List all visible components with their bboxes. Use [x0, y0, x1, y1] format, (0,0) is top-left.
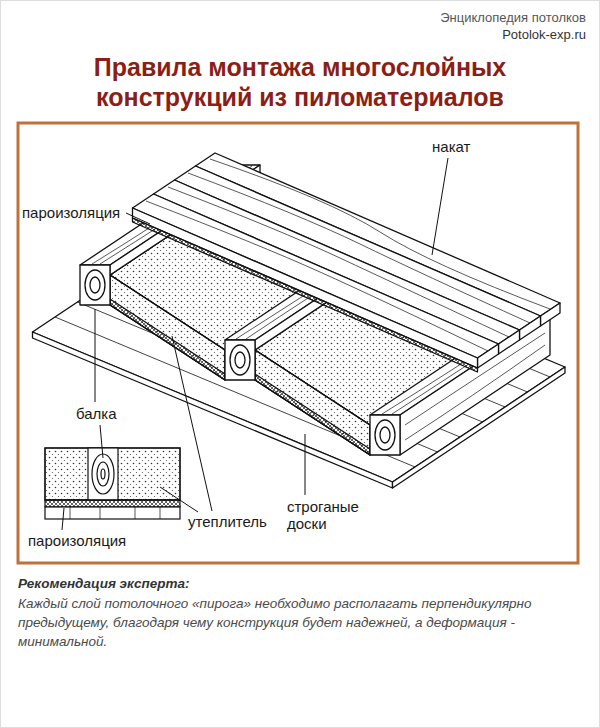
figure-frame	[18, 123, 578, 563]
part-label: балка	[74, 405, 119, 422]
part-label: накат	[430, 138, 472, 155]
page-title: Правила монтажа многослойных конструкций…	[40, 52, 560, 112]
section-detail	[45, 448, 180, 519]
site-name: Энциклопедия потолков	[440, 10, 586, 25]
part-label: строганые доски	[285, 498, 379, 532]
plank-layer	[133, 153, 561, 372]
part-label: утеплитель	[186, 513, 269, 530]
part-label: пароизоляция	[22, 204, 120, 221]
part-label: пароизоляция	[26, 532, 128, 549]
note-heading: Рекомендация эксперта:	[18, 576, 189, 591]
site-url: Potolok-exp.ru	[502, 27, 586, 42]
note-text: Каждый слой потолочного «пирога» необход…	[18, 594, 584, 651]
